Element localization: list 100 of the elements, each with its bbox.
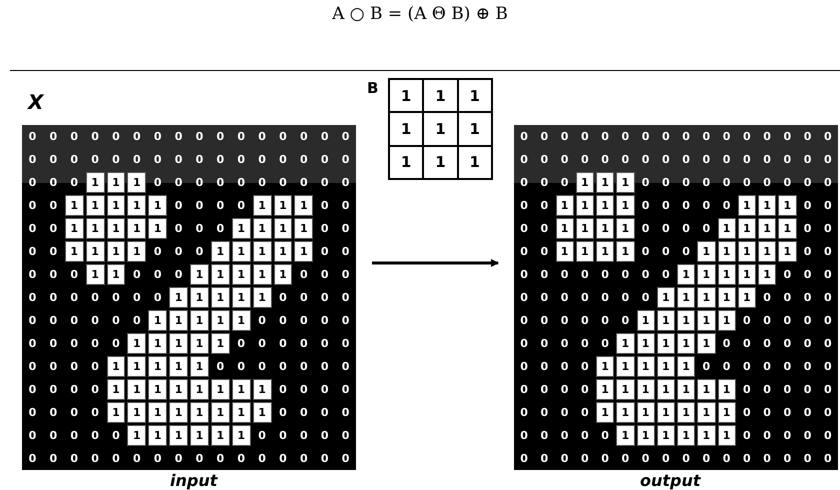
grid-cell: 1 (127, 195, 146, 216)
grid-cell: 1 (148, 310, 168, 331)
grid-cell-text: 0 (600, 129, 610, 145)
grid-cell-text: 0 (580, 451, 590, 467)
grid-cell-text: 0 (823, 129, 833, 145)
grid-cell-text: 0 (340, 198, 350, 214)
grid-cell: 1 (252, 287, 272, 308)
grid-cell: 1 (616, 402, 634, 423)
matrix-cell: 1 (389, 79, 424, 112)
grid-cell: 1 (718, 310, 736, 331)
grid-cell-text: 0 (722, 336, 732, 352)
grid-cell-text: 0 (560, 428, 570, 444)
grid-cell-text: 0 (519, 175, 529, 191)
grid-cell: 1 (252, 195, 272, 216)
grid-cell-text: 0 (540, 267, 550, 283)
grid-cell-text: 0 (340, 382, 350, 398)
grid-cell-text: 0 (560, 175, 570, 191)
grid-cell-text: 0 (48, 336, 58, 352)
grid-cell-text: 0 (580, 290, 590, 306)
grid-cell: 1 (656, 425, 675, 446)
grid-cell: 1 (106, 172, 126, 193)
grid-cell-text: 0 (132, 152, 142, 168)
grid-cell-text: 0 (90, 313, 100, 329)
binary-image-grid (514, 125, 838, 470)
grid-cell-text: 0 (320, 267, 330, 283)
grid-cell-text: 0 (620, 451, 630, 467)
grid-cell-text: 0 (802, 129, 812, 145)
grid-cell-text: 0 (823, 382, 833, 398)
grid-cell-text: 0 (580, 359, 590, 375)
grid-cell: 1 (697, 310, 716, 331)
grid-cell-text: 0 (174, 152, 184, 168)
grid-cell-text: 0 (111, 290, 121, 306)
grid-cell: 1 (677, 264, 696, 285)
grid-cell-text: 0 (320, 405, 330, 421)
grid-cell-text: 0 (48, 129, 58, 145)
grid-cell: 1 (148, 218, 168, 239)
grid-cell: 1 (616, 333, 634, 354)
grid-cell: 1 (64, 218, 84, 239)
grid-cell: 1 (210, 402, 230, 423)
grid-cell-text: 0 (90, 336, 100, 352)
grid-cell-text: 0 (28, 129, 38, 145)
grid-cell-text: 0 (340, 359, 350, 375)
formula: A ○ B = (A Θ B) ⊕ B (331, 4, 509, 24)
grid-cell: 1 (596, 402, 614, 423)
grid-cell-text: 0 (69, 405, 80, 421)
grid-cell: 1 (596, 195, 614, 216)
grid-cell-text: 0 (681, 152, 691, 168)
grid-cell-text: 0 (194, 152, 204, 168)
grid-cell-text: 0 (802, 152, 812, 168)
grid-cell-text: 0 (762, 428, 772, 444)
grid-cell-text: 0 (28, 428, 38, 444)
grid-cell-text: 0 (742, 451, 752, 467)
grid-cell-text: 0 (620, 129, 630, 145)
grid-cell-text: 0 (702, 175, 712, 191)
grid-cell-text: 0 (600, 152, 610, 168)
grid-cell-text: 0 (702, 221, 712, 237)
grid-cell-text: 0 (340, 405, 350, 421)
grid-cell-text: 0 (340, 175, 350, 191)
grid-cell-text: 0 (722, 152, 732, 168)
grid-cell-text: 0 (782, 290, 792, 306)
grid-cell-text: 0 (320, 175, 330, 191)
grid-cell: 1 (576, 195, 594, 216)
grid-cell: 1 (169, 310, 188, 331)
matrix-cell: 1 (389, 112, 424, 146)
grid-cell-text: 0 (600, 267, 610, 283)
grid-cell-text: 0 (278, 290, 288, 306)
grid-cell-text: 0 (782, 313, 792, 329)
grid-cell-text: 0 (519, 152, 529, 168)
grid-cell-text: 0 (560, 267, 570, 283)
grid-cell-text: 0 (215, 221, 226, 237)
grid-cell: 1 (636, 356, 655, 377)
grid-cell: 1 (127, 425, 146, 446)
grid-cell-text: 0 (640, 221, 650, 237)
grid-cell-text: 0 (298, 175, 309, 191)
grid-cell-text: 0 (802, 451, 812, 467)
grid-cell-text: 0 (257, 129, 267, 145)
grid-cell-text: 0 (152, 244, 163, 260)
grid-cell: 1 (190, 333, 209, 354)
grid-cell-text: 0 (236, 129, 246, 145)
grid-cell: 1 (636, 425, 655, 446)
grid-cell-text: 0 (762, 313, 772, 329)
grid-cell: 1 (169, 379, 188, 400)
grid-cell-text: 0 (90, 129, 100, 145)
grid-cell-text: 0 (298, 359, 309, 375)
grid-cell: 1 (616, 195, 634, 216)
grid-cell: 1 (64, 241, 84, 262)
grid-cell-text: 0 (681, 221, 691, 237)
grid-cell-text: 0 (742, 405, 752, 421)
grid-cell-text: 0 (28, 359, 38, 375)
grid-cell: 1 (190, 379, 209, 400)
grid-cell-text: 0 (640, 290, 650, 306)
grid-cell: 1 (86, 195, 104, 216)
matrix-cell: 1 (458, 79, 492, 112)
grid-cell-text: 0 (620, 313, 630, 329)
grid-cell: 1 (656, 310, 675, 331)
grid-cell: 1 (556, 218, 574, 239)
grid-cell: 1 (636, 379, 655, 400)
grid-cell: 1 (148, 425, 168, 446)
grid-cell-text: 0 (722, 198, 732, 214)
grid-cell-text: 0 (640, 267, 650, 283)
